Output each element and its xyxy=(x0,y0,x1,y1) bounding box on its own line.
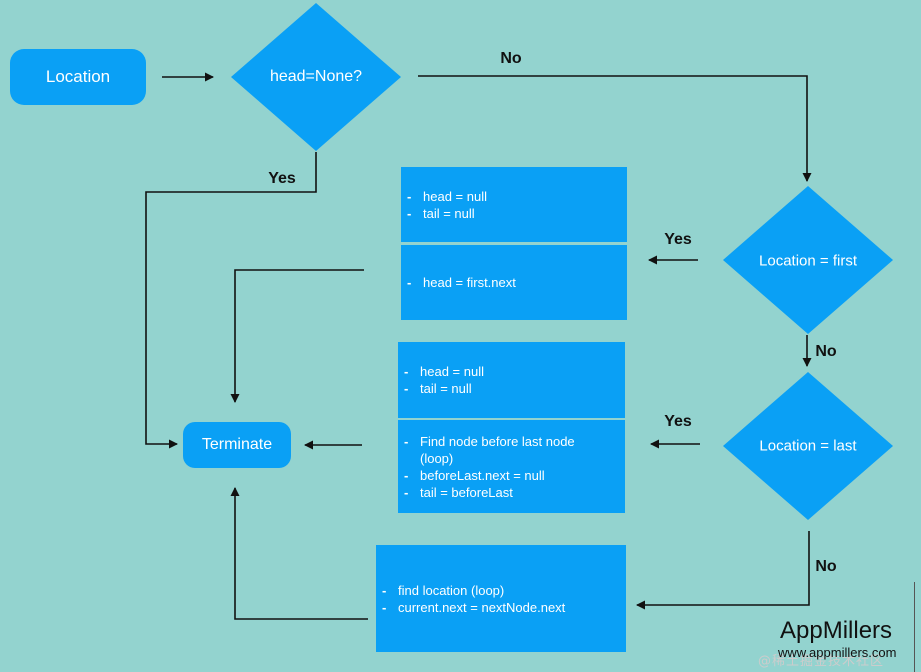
terminate-node: Terminate xyxy=(183,422,291,468)
box-line: head = first.next xyxy=(423,275,516,290)
edge-first-to-terminate xyxy=(230,269,364,403)
edge-label-no-first: No xyxy=(815,343,837,360)
edge-no-top xyxy=(418,75,812,182)
last-box-reset: -head = null -tail = null xyxy=(398,342,625,418)
edge-middle-to-terminate xyxy=(230,487,368,620)
edge-no-last xyxy=(636,531,810,610)
box-line: head = null xyxy=(423,188,487,204)
brand-name: AppMillers xyxy=(780,617,893,644)
box-line: find location (loop) xyxy=(398,582,505,598)
first-box-advance: -head = first.next xyxy=(401,245,627,320)
decision-location-last xyxy=(723,372,893,520)
middle-box: -find location (loop) -current.next = ne… xyxy=(376,545,626,652)
box-line: current.next = nextNode.next xyxy=(398,599,566,615)
edge-label-yes-head: Yes xyxy=(268,170,296,187)
box-line: Find node before last node xyxy=(420,433,575,449)
watermark: @稀土掘金技术社区 xyxy=(758,654,885,669)
edge-label-yes-last: Yes xyxy=(664,413,692,430)
brand-site: www.appmillers.com xyxy=(778,645,897,660)
edge-label-yes-first: Yes xyxy=(664,231,692,248)
edge-label-no-last: No xyxy=(815,558,837,575)
decision-head-none-label: head=None? xyxy=(269,68,363,85)
edge-yes-head xyxy=(145,152,317,449)
first-box-reset: -head = null -tail = null xyxy=(401,167,627,242)
box-line: (loop) xyxy=(420,450,454,466)
decision-location-first xyxy=(723,186,893,334)
decision-location-first-label: Location = first xyxy=(759,252,857,270)
box-line: tail = null xyxy=(423,205,475,221)
start-node: Location xyxy=(10,49,146,105)
box-line: beforeLast.next = null xyxy=(420,467,545,483)
decision-location-last-label: Location = last xyxy=(759,437,857,455)
decision-head-none xyxy=(231,3,401,151)
edge-label-no-top: No xyxy=(500,50,522,67)
box-line: tail = beforeLast xyxy=(420,484,513,500)
last-box-loop: -Find node before last node (loop) -befo… xyxy=(398,420,625,513)
box-line: head = null xyxy=(420,364,484,379)
box-line: tail = null xyxy=(420,381,472,396)
edge-strip xyxy=(914,582,921,672)
